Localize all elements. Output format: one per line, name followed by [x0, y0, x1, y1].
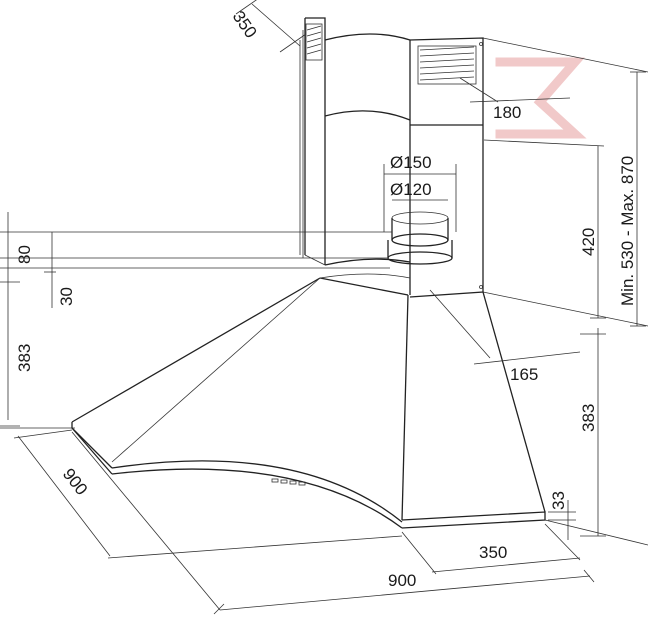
- label-upper-section: 420: [579, 228, 598, 256]
- label-vent-width: 180: [493, 103, 521, 122]
- dim-right-height: 383: [579, 328, 606, 537]
- dim-vent-width: 180: [459, 77, 571, 122]
- label-outlet-height: 80: [15, 245, 34, 264]
- label-inner-diameter: Ø120: [390, 180, 432, 199]
- label-outlet-offset: 30: [57, 287, 76, 306]
- dim-outlet-depth: 165: [429, 289, 581, 384]
- label-chimney-depth: 350: [229, 7, 261, 41]
- label-hood-side: 900: [59, 465, 91, 499]
- dim-base-depth: 350: [401, 523, 581, 575]
- label-left-height: 383: [15, 344, 34, 372]
- dim-upper-section: 420: [483, 139, 606, 319]
- watermark-logo: [495, 57, 587, 139]
- dim-hood-side: 900: [13, 429, 403, 611]
- label-outlet-depth: 165: [510, 365, 538, 384]
- label-base-depth: 350: [479, 543, 507, 562]
- control-buttons: [271, 478, 306, 486]
- outlet-collar: [383, 164, 457, 265]
- dim-outlet-height: 80 30: [0, 212, 392, 420]
- dim-height-range: Min. 530 - Max. 870: [618, 71, 646, 327]
- dim-diameters: Ø150 Ø120: [384, 153, 456, 201]
- wall-guides: [0, 30, 648, 546]
- vent-grille: [419, 46, 475, 81]
- label-outer-diameter: Ø150: [390, 153, 432, 172]
- dim-hood-front: 900: [213, 569, 595, 615]
- hood-body: [71, 273, 546, 529]
- dim-chimney-depth: 350: [229, 0, 307, 53]
- dim-left-height: 383: [0, 281, 34, 427]
- chimney-vent-slots: [306, 25, 322, 55]
- label-height-range: Min. 530 - Max. 870: [618, 156, 637, 306]
- dim-front-rim: 33: [548, 491, 576, 540]
- label-right-height: 383: [579, 404, 598, 432]
- label-hood-front: 900: [388, 571, 416, 590]
- label-front-rim: 33: [549, 491, 568, 510]
